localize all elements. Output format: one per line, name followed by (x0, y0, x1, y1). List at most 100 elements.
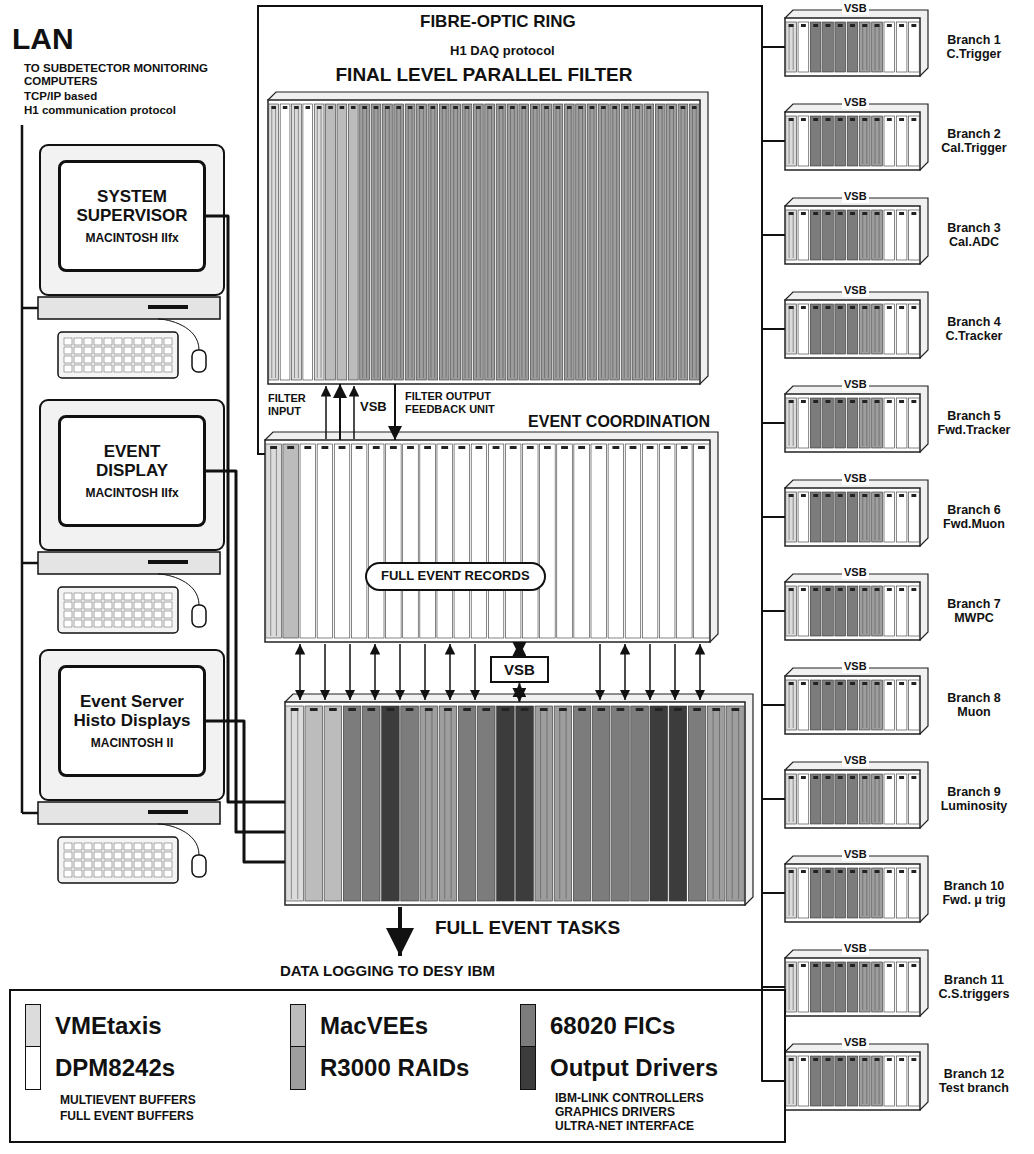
key (84, 365, 92, 372)
card-stripe (298, 106, 299, 378)
card-handle (635, 106, 640, 109)
module-card (823, 116, 834, 166)
computer-screen: SYSTEM SUPERVISORMACINTOSH IIfx (58, 160, 206, 272)
card-handle (862, 588, 867, 591)
card-stripe (291, 708, 292, 899)
fibre-optic-link (258, 6, 785, 799)
card-handle (813, 870, 818, 873)
data-logging-arrow (398, 907, 402, 956)
key (114, 338, 122, 345)
module-card (458, 706, 476, 901)
crate (268, 92, 708, 384)
branch-crate: Branch 4 C.Tracker (785, 300, 920, 358)
fibre-optic-link (258, 6, 785, 454)
card-handle (875, 212, 880, 215)
computer-base (38, 297, 220, 319)
branch-crate: Branch 3 Cal.ADC (785, 206, 920, 264)
module-card (872, 492, 883, 542)
module-card (477, 706, 495, 901)
card-stripe (297, 708, 298, 899)
crate (285, 694, 753, 905)
module-card (283, 444, 299, 638)
card-stripe (275, 106, 276, 378)
branch-label: Branch 6 Fwd.Muon (930, 503, 1018, 532)
card-handle (899, 682, 904, 685)
card-stripe (862, 212, 863, 258)
card-stripe (793, 212, 794, 258)
card-handle (789, 400, 794, 403)
card-stripe (875, 682, 876, 728)
card-handle (911, 400, 916, 403)
key (144, 593, 152, 600)
module-card (909, 398, 920, 448)
vsb-arrow (399, 644, 401, 700)
crate-back (265, 432, 718, 642)
card-stripe (793, 870, 794, 916)
branch-crate: Branch 2 Cal.Trigger (785, 112, 920, 170)
card-handle (813, 776, 818, 779)
monitor-bezel (40, 650, 224, 800)
box-label: VSB (504, 661, 535, 678)
card-handle (850, 776, 855, 779)
card-stripe (537, 106, 538, 378)
card-handle (826, 494, 831, 497)
card-handle (595, 446, 602, 449)
card-handle (801, 682, 806, 685)
card-handle (838, 494, 843, 497)
card-handle (838, 682, 843, 685)
card-handle (522, 106, 527, 109)
bus-label: VSB (842, 754, 869, 767)
module-card (633, 104, 643, 380)
module-card (786, 962, 797, 1012)
module-card (786, 586, 797, 636)
card-handle (911, 306, 916, 309)
card-handle (544, 446, 551, 449)
lan-stub (22, 812, 38, 815)
key (84, 347, 92, 354)
card-handle (658, 106, 663, 109)
card-stripe (362, 106, 363, 378)
bus-label: VSB (842, 472, 869, 485)
card-handle (544, 106, 549, 109)
key (124, 611, 132, 618)
module-card (314, 104, 324, 380)
card-handle (911, 588, 916, 591)
vsb-arrow (624, 644, 626, 700)
card-handle (396, 106, 401, 109)
card-stripe (521, 106, 522, 378)
lan-stub (22, 562, 38, 565)
key (84, 843, 92, 850)
screen-text: Event Server Histo Displays (67, 692, 197, 731)
crate-back (785, 574, 928, 640)
key (164, 365, 172, 372)
module-card (394, 104, 404, 380)
card-stripe (317, 106, 318, 378)
key (94, 611, 102, 618)
card-handle (698, 446, 705, 449)
card-stripe (862, 494, 863, 540)
key (134, 338, 142, 345)
card-handle (408, 106, 413, 109)
key (114, 611, 122, 618)
card-stripe (789, 118, 790, 164)
card-stripe (499, 106, 500, 378)
module-card (786, 774, 797, 824)
key (64, 611, 72, 618)
module-card (909, 116, 920, 166)
card-handle (669, 106, 674, 109)
card-handle (838, 212, 843, 215)
card-stripe (789, 400, 790, 446)
key (134, 593, 142, 600)
module-card (872, 962, 883, 1012)
module-card (909, 774, 920, 824)
card-handle (291, 708, 299, 711)
card-handle (887, 24, 892, 27)
legend-entry: R3000 RAIDs (290, 1046, 469, 1090)
crate-front (785, 488, 920, 546)
filter-input-arrow (325, 386, 327, 439)
module-card (835, 1056, 846, 1106)
module-card (835, 586, 846, 636)
legend-text: R3000 RAIDs (320, 1054, 469, 1082)
key (114, 843, 122, 850)
